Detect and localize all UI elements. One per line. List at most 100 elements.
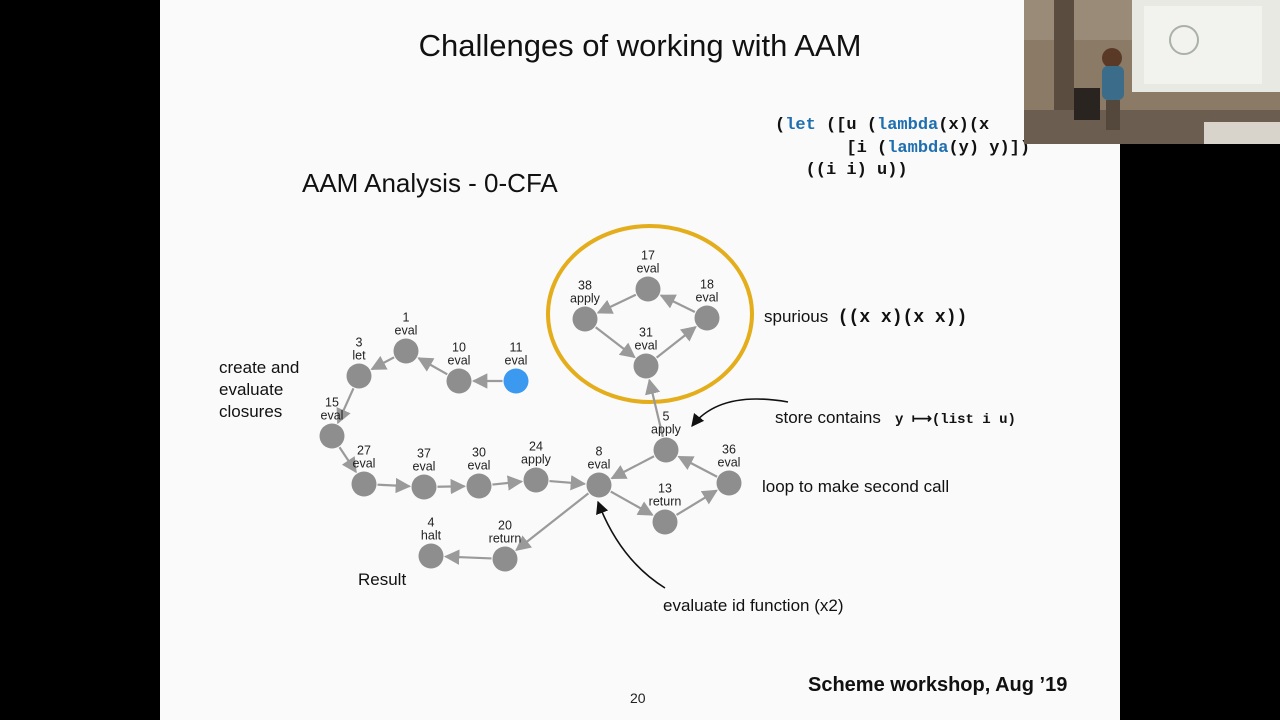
graph-edge-30-24 xyxy=(492,475,524,491)
node-kind-label: eval xyxy=(505,354,528,368)
graph-edge-15-27 xyxy=(338,446,357,474)
node-id-label: 1 xyxy=(403,311,410,325)
node-kind-label: return xyxy=(649,495,682,509)
node-circle xyxy=(411,474,437,500)
node-id-label: 30 xyxy=(472,446,486,460)
code-token: (y) y)]) xyxy=(948,139,1031,158)
code-line-3: ((i i) u)) xyxy=(775,161,908,180)
node-id-label: 18 xyxy=(700,278,714,292)
node-id-label: 37 xyxy=(417,447,431,461)
slide: Challenges of working with AAM (let ([u … xyxy=(160,0,1120,720)
node-id-label: 8 xyxy=(596,445,603,459)
node-circle xyxy=(586,472,612,498)
node-kind-label: halt xyxy=(421,529,442,543)
node-id-label: 3 xyxy=(356,336,363,350)
code-token: ( xyxy=(775,116,786,135)
node-kind-label: apply xyxy=(570,292,601,306)
footer-text: Scheme workshop, Aug ’19 xyxy=(808,674,1068,696)
webcam-video-overlay xyxy=(1024,0,1280,144)
node-id-label: 5 xyxy=(663,410,670,424)
node-kind-label: eval xyxy=(468,459,491,473)
node-circle xyxy=(572,306,598,332)
node-kind-label: eval xyxy=(321,409,344,423)
graph-edge-36-5 xyxy=(677,455,718,478)
node-id-label: 20 xyxy=(498,519,512,533)
slide-subtitle: AAM Analysis - 0-CFA xyxy=(302,168,558,198)
node-kind-label: return xyxy=(489,532,522,546)
annotation-spurious: spurious ((x x)(x x)) xyxy=(764,307,967,328)
node-kind-label: eval xyxy=(718,456,741,470)
node-kind-label: eval xyxy=(353,457,376,471)
annotation-line: create and xyxy=(219,358,300,377)
node-id-label: 10 xyxy=(452,341,466,355)
annotation-store: store contains y ⟼(list i u) xyxy=(775,408,1016,428)
node-kind-label: apply xyxy=(521,453,552,467)
node-kind-label: apply xyxy=(651,423,682,437)
node-circle xyxy=(716,470,742,496)
graph-edge-8-13 xyxy=(610,490,654,516)
graph-edge-38-31 xyxy=(595,326,636,359)
node-kind-label: eval xyxy=(448,354,471,368)
node-id-label: 38 xyxy=(578,279,592,293)
annotation-loop: loop to make second call xyxy=(762,477,950,496)
node-circle xyxy=(523,467,549,493)
annotation-arrow-eval-id xyxy=(596,500,666,589)
webcam-frame xyxy=(1024,0,1280,144)
node-id-label: 15 xyxy=(325,396,339,410)
graph-edge-3-15 xyxy=(336,387,355,425)
node-id-label: 4 xyxy=(428,516,435,530)
node-circle xyxy=(446,368,472,394)
slide-title: Challenges of working with AAM xyxy=(418,28,862,63)
code-keyword: lambda xyxy=(887,139,949,158)
graph-edge-10-1 xyxy=(417,357,448,376)
code-line-2: [i (lambda(y) y)]) xyxy=(775,139,1030,158)
code-token: [i ( xyxy=(775,139,888,158)
node-kind-label: eval xyxy=(696,291,719,305)
node-kind-label: eval xyxy=(637,262,660,276)
graph-edge-8-20 xyxy=(515,492,590,551)
node-kind-label: eval xyxy=(588,458,611,472)
graph-edge-5-31 xyxy=(645,378,664,438)
page-number: 20 xyxy=(630,690,646,706)
node-kind-label: let xyxy=(352,349,366,363)
graph-edge-17-38 xyxy=(596,293,637,314)
node-circle xyxy=(652,509,678,535)
node-circle xyxy=(346,363,372,389)
graph-edge-27-37 xyxy=(377,477,412,494)
node-circle xyxy=(635,276,661,302)
node-circle xyxy=(418,543,444,569)
node-circle xyxy=(492,546,518,572)
code-keyword: let xyxy=(785,116,816,135)
code-keyword: lambda xyxy=(877,116,939,135)
node-circle xyxy=(694,305,720,331)
graph-edge-18-17 xyxy=(659,294,696,314)
annotation-code: ((x x)(x x)) xyxy=(837,308,968,328)
graph-edge-13-36 xyxy=(675,489,718,516)
spurious-loop-ring xyxy=(546,224,754,404)
code-token: ([u ( xyxy=(815,116,878,135)
node-id-label: 36 xyxy=(722,443,736,457)
node-kind-label: eval xyxy=(395,324,418,338)
node-kind-label: eval xyxy=(413,460,436,474)
node-id-label: 24 xyxy=(529,440,543,454)
node-circle xyxy=(653,437,679,463)
node-id-label: 31 xyxy=(639,326,653,340)
node-id-label: 27 xyxy=(357,444,371,458)
node-id-label: 11 xyxy=(510,341,523,355)
node-circle xyxy=(503,368,529,394)
node-id-label: 13 xyxy=(658,482,672,496)
